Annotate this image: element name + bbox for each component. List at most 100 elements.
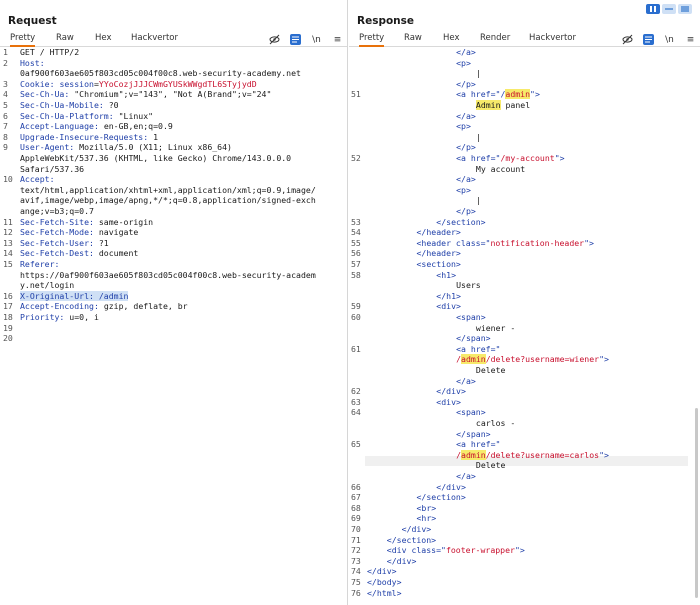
code-line: y.net/login <box>20 280 74 290</box>
response-tabbar: Pretty Raw Hex Render Hackvertor \n ≡ <box>349 31 700 47</box>
response-title: Response <box>357 15 415 27</box>
line-number: 18 <box>3 312 13 322</box>
code-line: <br> <box>417 503 437 513</box>
request-title: Request <box>8 15 57 27</box>
code-token: <a href=" <box>456 153 501 163</box>
code-token: </html> <box>367 587 402 598</box>
tab-hex[interactable]: Hex <box>95 33 112 43</box>
menu-icon[interactable]: ≡ <box>686 34 695 45</box>
code-line: wiener - <box>476 323 515 333</box>
code-token: </section> <box>386 534 437 545</box>
code-line: Accept-Language: en-GB,en;q=0.9 <box>20 121 173 131</box>
code-token: <h1> <box>436 269 457 280</box>
scrollbar[interactable] <box>695 408 698 598</box>
response-toolbar: \n ≡ <box>622 33 696 46</box>
code-line: </a> <box>456 111 476 121</box>
code-line: Safari/537.36 <box>20 164 84 174</box>
tab-raw[interactable]: Raw <box>56 33 74 43</box>
code-token: YYoCozjJJJCWmGYUSkWWgdTL6STyjydD <box>98 78 257 89</box>
code-token: </a> <box>456 174 476 185</box>
code-token: footer-wrapper <box>445 545 515 556</box>
code-token: same-origin <box>98 216 154 227</box>
code-line: /admin/delete?username=carlos"> <box>456 449 609 460</box>
line-number: 60 <box>351 312 361 322</box>
code-token: Upgrade-Insecure-Requests: <box>20 131 154 142</box>
code-token: <p> <box>456 57 471 68</box>
eye-slash-icon[interactable] <box>269 34 280 45</box>
code-line: X-Original-Url: /admin <box>20 290 129 301</box>
code-token: </div> <box>436 386 466 397</box>
code-token: | <box>475 131 481 142</box>
current-line-highlight <box>365 456 688 466</box>
code-line: 0af900f603ae605f803cd05c004f00c8.web-sec… <box>20 68 301 78</box>
code-token: <p> <box>456 184 471 195</box>
code-token: Sec-Ch-Ua-Mobile: <box>20 100 109 110</box>
code-token: </header> <box>416 248 461 259</box>
code-line: </p> <box>456 206 476 216</box>
tab-hex[interactable]: Hex <box>443 33 460 43</box>
code-token: Host: <box>20 57 45 68</box>
code-token: <br> <box>416 502 437 513</box>
code-token: "> <box>599 354 609 365</box>
tab-raw[interactable]: Raw <box>404 33 422 43</box>
line-number: 5 <box>3 100 8 110</box>
code-line: Users <box>456 280 481 290</box>
code-token: </span> <box>456 428 491 439</box>
tab-pretty[interactable]: Pretty <box>10 33 36 47</box>
line-number: 63 <box>351 396 361 407</box>
code-token: = <box>93 78 99 89</box>
line-number: 52 <box>351 153 361 163</box>
code-line: <header class="notification-header"> <box>417 238 594 248</box>
newline-icon[interactable]: \n <box>312 34 321 45</box>
code-token: </div> <box>386 555 417 566</box>
menu-icon[interactable]: ≡ <box>333 34 342 45</box>
code-line: Sec-Fetch-Dest: document <box>20 248 138 258</box>
code-line: Accept-Encoding: gzip, deflate, br <box>20 301 188 311</box>
single-pane-icon[interactable] <box>678 4 692 14</box>
split-horizontal-icon[interactable] <box>646 4 660 14</box>
code-token: Sec-Fetch-User: <box>20 237 99 248</box>
pretty-print-icon[interactable] <box>290 34 301 45</box>
code-line: </a> <box>456 471 476 481</box>
line-number: 16 <box>3 290 13 301</box>
response-pane: Response Pretty Raw Hex Render Hackverto… <box>349 0 700 605</box>
code-token: </div> <box>436 481 466 492</box>
code-token: wiener - <box>475 322 516 333</box>
code-line: </div> <box>436 386 466 396</box>
line-number: 53 <box>351 216 361 227</box>
code-token: </p> <box>456 206 476 216</box>
line-number: 68 <box>351 502 361 513</box>
tab-render[interactable]: Render <box>480 33 511 43</box>
code-token: en-GB,en;q=0.9 <box>103 121 173 132</box>
code-line: AppleWebKit/537.36 (KHTML, like Gecko) C… <box>20 153 291 163</box>
line-number: 65 <box>351 439 361 450</box>
request-toolbar: \n ≡ <box>269 33 343 46</box>
code-line: <span> <box>456 312 486 322</box>
code-token: </section> <box>416 492 466 503</box>
eye-slash-icon[interactable] <box>622 34 633 45</box>
tab-pretty[interactable]: Pretty <box>359 33 385 47</box>
code-line: <section> <box>417 259 461 269</box>
code-line: Cookie: session=YYoCozjJJJCWmGYUSkWWgdTL… <box>20 79 257 89</box>
code-token: X-Original-Url: /admin <box>20 290 129 301</box>
tab-hackvertor[interactable]: Hackvertor <box>131 33 178 43</box>
code-token: "> <box>554 153 565 163</box>
line-number: 11 <box>3 216 13 227</box>
line-number: 19 <box>3 322 13 333</box>
code-line: Sec-Fetch-Site: same-origin <box>20 217 153 227</box>
pretty-print-icon[interactable] <box>643 34 654 45</box>
line-number: 71 <box>351 534 361 545</box>
code-line: Sec-Ch-Ua-Platform: "Linux" <box>20 111 153 121</box>
code-token: y.net/login <box>20 280 75 291</box>
line-number: 67 <box>351 492 361 503</box>
code-token: <div> <box>436 396 461 407</box>
code-line: </span> <box>456 333 491 343</box>
split-vertical-icon[interactable] <box>662 4 676 14</box>
line-number: 69 <box>351 513 361 524</box>
line-number: 75 <box>351 577 361 587</box>
tab-hackvertor[interactable]: Hackvertor <box>529 33 576 43</box>
code-token: </a> <box>456 375 476 386</box>
code-line: carlos - <box>476 418 515 428</box>
newline-icon[interactable]: \n <box>665 34 674 45</box>
code-token: u=0, i <box>69 312 99 322</box>
